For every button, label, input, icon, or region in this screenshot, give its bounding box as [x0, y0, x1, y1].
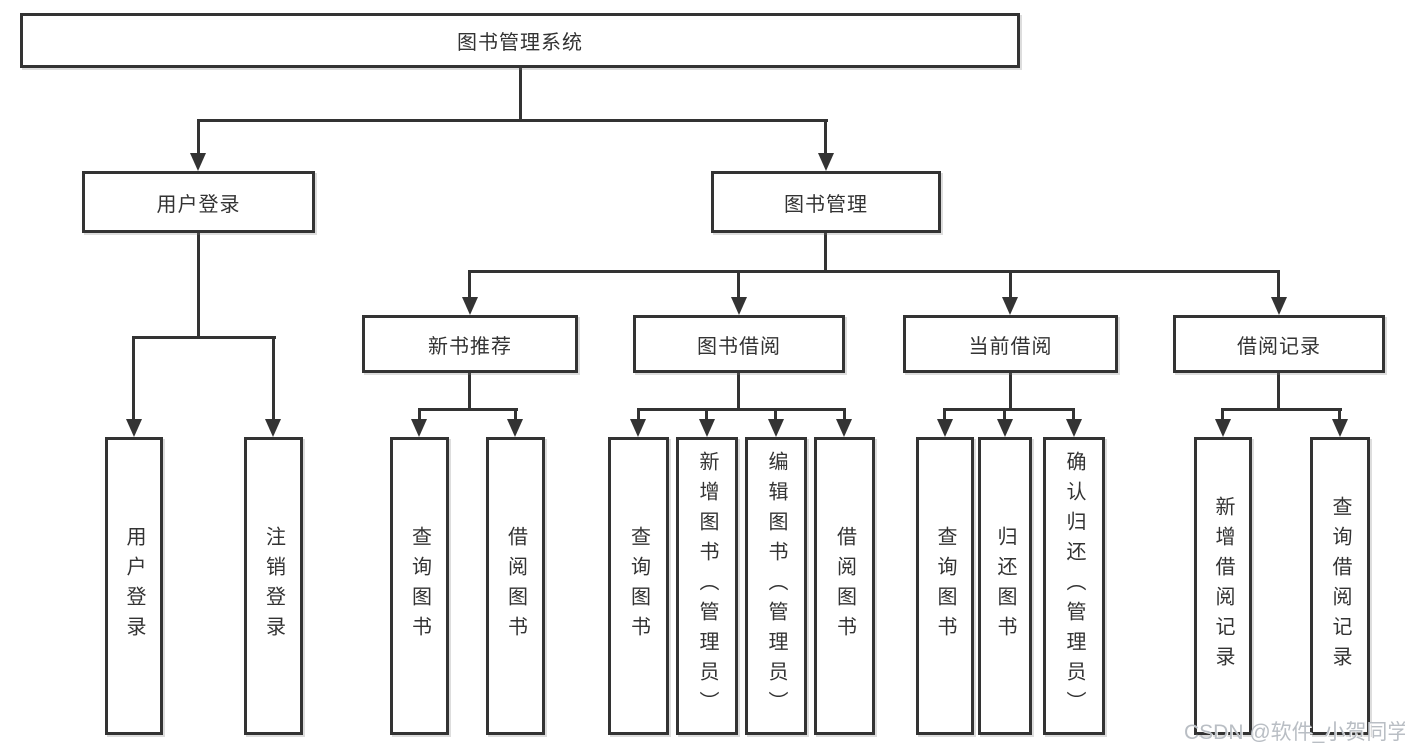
node-book-mgmt: 图书管理	[711, 171, 941, 233]
arrow-down-icon	[265, 419, 281, 437]
node-label: 查询图书	[627, 526, 650, 646]
node-bb-query-books: 查询图书	[608, 437, 669, 735]
connector-drop	[737, 270, 740, 299]
node-root-label: 图书管理系统	[457, 32, 583, 54]
node-bb-edit-books-admin: 编辑图书（管理员）	[745, 437, 807, 735]
node-cb-query-books: 查询图书	[916, 437, 974, 735]
connector-drop	[1277, 270, 1280, 299]
connector-drop	[132, 336, 135, 421]
connector-records-stem	[1277, 373, 1280, 408]
connector-current-stem	[1009, 373, 1012, 408]
connector-newbook-bar	[418, 408, 518, 411]
node-logout: 注销登录	[244, 437, 303, 735]
connector-drop	[774, 408, 777, 421]
node-bb-add-books-admin: 新增图书（管理员）	[676, 437, 738, 735]
arrow-down-icon	[818, 153, 834, 171]
arrow-down-icon	[630, 419, 646, 437]
node-book-borrow: 图书借阅	[633, 315, 845, 373]
node-current-borrow: 当前借阅	[903, 315, 1118, 373]
arrow-down-icon	[507, 419, 523, 437]
node-user-login-leaf: 用户登录	[105, 437, 163, 735]
node-label: 注销登录	[262, 526, 285, 646]
node-label: 查询借阅记录	[1329, 496, 1351, 676]
node-nb-borrow-books: 借阅图书	[486, 437, 545, 735]
connector-borrow-bar	[637, 408, 846, 411]
node-label: 编辑图书（管理员）	[765, 451, 787, 721]
connector-borrow-stem	[737, 373, 740, 408]
connector-records-bar	[1221, 408, 1342, 411]
node-cb-confirm-return-admin: 确认归还（管理员）	[1043, 437, 1105, 735]
node-user-login-label: 用户登录	[156, 193, 241, 216]
connector-drop	[943, 408, 946, 421]
node-new-book-rec: 新书推荐	[362, 315, 578, 373]
connector-drop	[1072, 408, 1075, 421]
node-br-add-record: 新增借阅记录	[1194, 437, 1252, 735]
connector-drop	[1009, 270, 1012, 299]
node-label: 新增图书（管理员）	[696, 451, 718, 721]
node-label: 归还图书	[994, 526, 1016, 646]
node-book-mgmt-label: 图书管理	[784, 193, 868, 216]
arrow-down-icon	[699, 419, 715, 437]
node-book-borrow-label: 图书借阅	[697, 335, 781, 358]
arrow-down-icon	[768, 419, 784, 437]
arrow-down-icon	[1332, 419, 1348, 437]
node-label: 借阅图书	[833, 526, 856, 646]
arrow-down-icon	[937, 419, 953, 437]
arrow-down-icon	[411, 419, 427, 437]
node-borrow-records: 借阅记录	[1173, 315, 1385, 373]
node-label: 查询图书	[408, 526, 431, 646]
node-label: 用户登录	[123, 526, 145, 646]
connector-drop	[1338, 408, 1341, 421]
connector-drop	[1003, 408, 1006, 421]
arrow-down-icon	[1215, 419, 1231, 437]
arrow-down-icon	[836, 419, 852, 437]
connector-userlogin-stem	[197, 233, 200, 336]
arrow-down-icon	[997, 419, 1013, 437]
node-label: 查询图书	[934, 526, 956, 646]
connector-root-stem	[519, 68, 522, 121]
connector-root-bar	[197, 119, 828, 122]
connector-drop	[637, 408, 640, 421]
connector-drop	[468, 270, 471, 299]
node-bb-borrow-books: 借阅图书	[814, 437, 875, 735]
arrow-down-icon	[1002, 297, 1018, 315]
connector-newbook-stem	[468, 373, 471, 408]
node-borrow-records-label: 借阅记录	[1237, 335, 1321, 358]
arrow-down-icon	[190, 153, 206, 171]
connector-bookmgmt-bar	[468, 270, 1280, 273]
csdn-watermark: CSDN @软件_小贺同学	[1184, 721, 1405, 744]
node-new-book-rec-label: 新书推荐	[428, 335, 512, 358]
connector-current-bar	[943, 408, 1075, 411]
connector-drop-user-login	[197, 119, 200, 155]
node-cb-return-books: 归还图书	[978, 437, 1032, 735]
connector-drop	[418, 408, 421, 421]
connector-drop-book-mgmt	[824, 119, 827, 155]
connector-drop	[705, 408, 708, 421]
node-nb-query-books: 查询图书	[390, 437, 449, 735]
node-user-login: 用户登录	[82, 171, 315, 233]
arrow-down-icon	[731, 297, 747, 315]
connector-userlogin-bar	[132, 336, 276, 339]
connector-bookmgmt-stem	[824, 233, 827, 270]
arrow-down-icon	[462, 297, 478, 315]
node-label: 新增借阅记录	[1212, 496, 1234, 676]
connector-drop	[514, 408, 517, 421]
connector-drop	[843, 408, 846, 421]
arrow-down-icon	[1066, 419, 1082, 437]
node-label: 确认归还（管理员）	[1063, 451, 1085, 721]
arrow-down-icon	[126, 419, 142, 437]
connector-drop	[1221, 408, 1224, 421]
node-current-borrow-label: 当前借阅	[968, 335, 1053, 358]
connector-drop	[272, 336, 275, 421]
node-label: 借阅图书	[504, 526, 527, 646]
node-br-query-record: 查询借阅记录	[1310, 437, 1370, 735]
node-root: 图书管理系统	[20, 13, 1020, 68]
arrow-down-icon	[1271, 297, 1287, 315]
